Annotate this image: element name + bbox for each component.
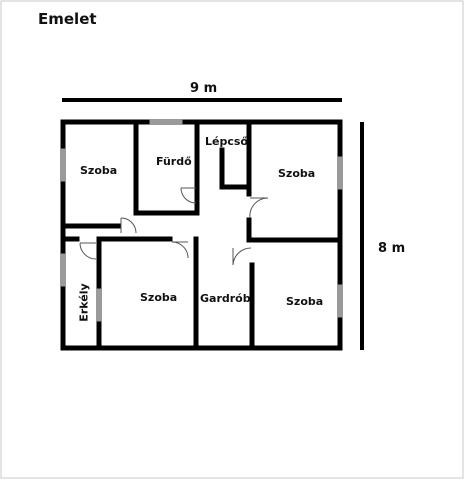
room-label-gardrob: Gardrób xyxy=(200,292,251,305)
window-szoba-topright xyxy=(337,156,343,190)
room-label-szoba-topleft: Szoba xyxy=(80,164,118,177)
room-label-szoba-mid: Szoba xyxy=(140,291,178,304)
walls xyxy=(60,119,343,351)
room-label-szoba-bottomright: Szoba xyxy=(286,295,324,308)
window-szoba-topleft xyxy=(60,148,66,182)
room-label-lepcso: Lépcső xyxy=(205,135,248,148)
width-dimension-label: 9 m xyxy=(190,81,218,96)
window-szoba-bottomright xyxy=(337,284,343,318)
room-label-erkely: Erkély xyxy=(77,283,91,322)
room-label-szoba-topright: Szoba xyxy=(278,167,316,180)
window-furdo xyxy=(149,119,183,125)
plan-title: Emelet xyxy=(38,10,97,28)
window-erkely-outer xyxy=(60,253,66,287)
height-dimension-label: 8 m xyxy=(378,241,406,256)
room-label-furdo: Fürdő xyxy=(156,155,192,168)
window-erkely xyxy=(96,288,102,322)
doors xyxy=(79,187,269,266)
windows xyxy=(60,119,343,322)
